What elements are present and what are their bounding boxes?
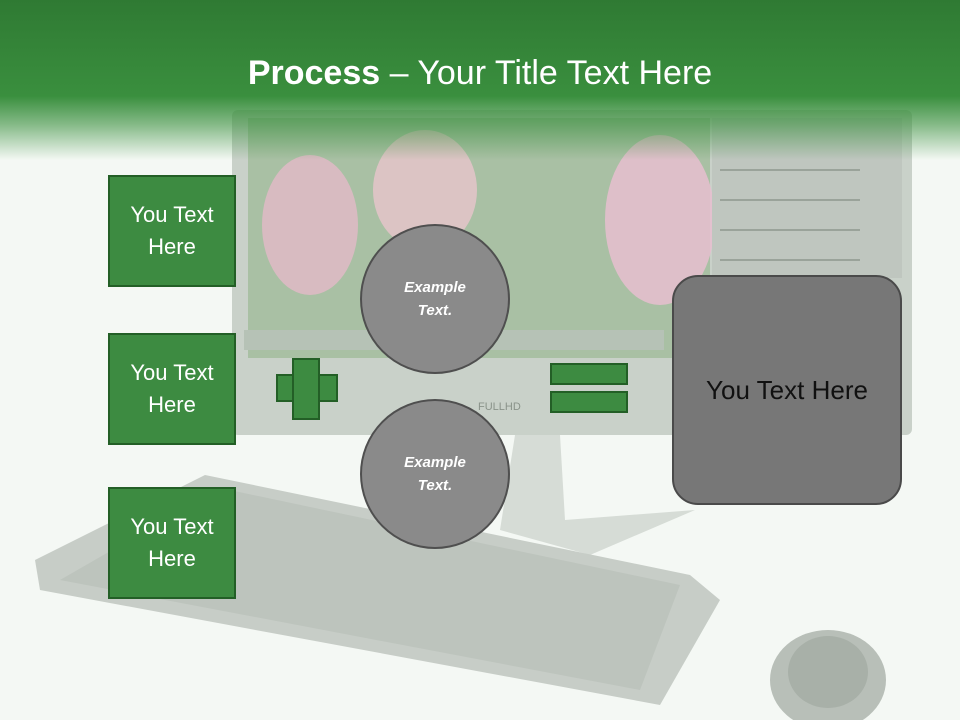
circle-top: Example Text.: [360, 224, 510, 374]
page-title: Process – Your Title Text Here: [0, 54, 960, 93]
left-box-2: You Text Here: [108, 333, 236, 445]
left-box-1: You Text Here: [108, 175, 236, 287]
header-bar: [0, 0, 960, 160]
circle-bottom: Example Text.: [360, 399, 510, 549]
title-rest: – Your Title Text Here: [380, 54, 713, 92]
screen-badge: FULLHD: [478, 401, 521, 413]
result-box: You Text Here: [672, 275, 902, 505]
equals-icon-top: [550, 363, 628, 385]
title-bold: Process: [247, 54, 381, 92]
left-box-3: You Text Here: [108, 487, 236, 599]
equals-icon-bottom: [550, 391, 628, 413]
plus-icon-vertical: [292, 358, 320, 420]
